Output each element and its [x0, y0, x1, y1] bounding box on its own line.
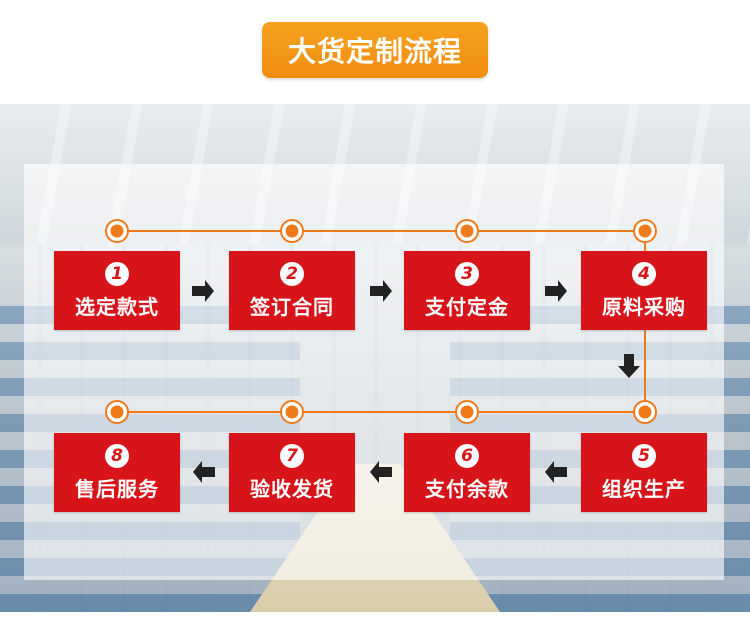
step-number-badge: 2: [280, 261, 304, 286]
step-4-box: 4 原料采购: [581, 251, 707, 330]
top-node-4: [633, 219, 657, 243]
step-number-badge: 4: [632, 261, 656, 286]
bottom-node-7: [280, 400, 304, 424]
step-label: 组织生产: [602, 476, 686, 501]
step-label: 签订合同: [250, 294, 334, 319]
step-label: 支付余款: [425, 476, 509, 501]
top-node-1: [105, 219, 129, 243]
arrow-right-icon: [370, 280, 392, 302]
step-8-box: 8 售后服务: [54, 433, 180, 512]
step-label: 选定款式: [75, 294, 159, 319]
step-label: 验收发货: [250, 476, 334, 501]
step-number-badge: 7: [280, 443, 304, 468]
arrow-down-icon: [618, 354, 640, 378]
step-1-box: 1 选定款式: [54, 251, 180, 330]
step-number-badge: 6: [455, 443, 479, 468]
step-number-badge: 1: [105, 261, 129, 286]
step-number-badge: 8: [105, 443, 129, 468]
top-node-2: [280, 219, 304, 243]
step-label: 支付定金: [425, 294, 509, 319]
bottom-node-6: [455, 400, 479, 424]
step-3-box: 3 支付定金: [404, 251, 530, 330]
step-2-box: 2 签订合同: [229, 251, 355, 330]
page-title: 大货定制流程: [262, 22, 488, 78]
step-6-box: 6 支付余款: [404, 433, 530, 512]
top-node-3: [455, 219, 479, 243]
step-7-box: 7 验收发货: [229, 433, 355, 512]
arrow-left-icon: [370, 461, 392, 483]
bottom-node-5: [633, 400, 657, 424]
arrow-left-icon: [545, 461, 567, 483]
bottom-node-8: [105, 400, 129, 424]
arrow-right-icon: [545, 280, 567, 302]
step-5-box: 5 组织生产: [581, 433, 707, 512]
arrow-left-icon: [193, 461, 215, 483]
arrow-right-icon: [192, 280, 214, 302]
step-label: 售后服务: [75, 476, 159, 501]
step-number-badge: 5: [632, 443, 656, 468]
step-label: 原料采购: [602, 294, 686, 319]
step-number-badge: 3: [455, 261, 479, 286]
